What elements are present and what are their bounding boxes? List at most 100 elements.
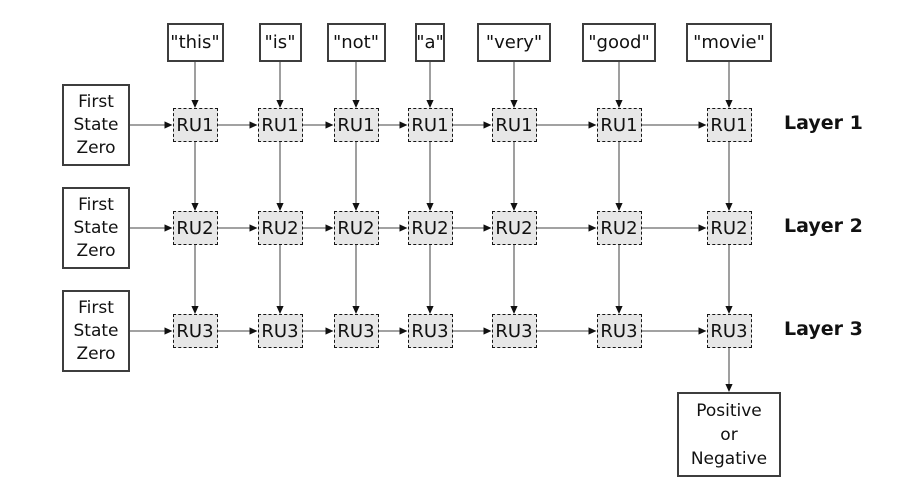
word-box-good-text: "good": [588, 32, 650, 53]
recurrent-unit-ru1-t6-text: RU1: [600, 114, 638, 136]
arrow-head: [510, 100, 518, 108]
arrow-head: [698, 327, 707, 335]
arrow-head: [725, 384, 733, 392]
first-state-zero-box-layer1-text: First: [78, 91, 114, 112]
recurrent-unit-ru1-t2-text: RU1: [261, 114, 299, 136]
arrow-head: [426, 306, 434, 314]
recurrent-unit-ru1-t6: RU1: [596, 108, 642, 142]
recurrent-unit-ru1-t7-text: RU1: [710, 114, 748, 136]
layer-label-1-text: Layer 1: [784, 112, 863, 134]
word-box-is: "is": [258, 23, 302, 62]
arrow-head: [615, 203, 623, 211]
recurrent-unit-ru2-t3-text: RU2: [337, 217, 375, 239]
arrow-head: [588, 121, 597, 129]
recurrent-unit-ru3-t4-text: RU3: [411, 320, 449, 342]
word-box-good: "good": [582, 23, 656, 62]
recurrent-unit-ru3-t1-text: RU3: [176, 320, 214, 342]
arrow-head: [725, 306, 733, 314]
arrow-head: [325, 224, 334, 232]
recurrent-unit-ru1-t3-text: RU1: [337, 114, 375, 136]
recurrent-unit-ru2-t1: RU2: [172, 211, 218, 245]
output-box-positive-or-negative-text: Negative: [690, 448, 768, 469]
word-box-this: "this": [166, 23, 224, 62]
arrow-head: [249, 121, 258, 129]
first-state-zero-box-layer3-text: Zero: [76, 343, 116, 364]
recurrent-unit-ru2-t4: RU2: [407, 211, 453, 245]
arrow-head: [352, 306, 360, 314]
word-box-this-text: "this": [170, 32, 220, 53]
word-box-movie: "movie": [686, 23, 772, 62]
recurrent-unit-ru2-t6: RU2: [596, 211, 642, 245]
recurrent-unit-ru2-t7: RU2: [706, 211, 752, 245]
word-box-not-text: "not": [332, 32, 380, 53]
arrow-head: [164, 224, 173, 232]
recurrent-unit-ru2-t3: RU2: [333, 211, 379, 245]
arrow-head: [399, 224, 408, 232]
recurrent-unit-ru1-t1-text: RU1: [176, 114, 214, 136]
recurrent-unit-ru1-t4: RU1: [407, 108, 453, 142]
arrow-head: [725, 100, 733, 108]
first-state-zero-box-layer3-text: First: [78, 297, 114, 318]
recurrent-unit-ru1-t3: RU1: [333, 108, 379, 142]
layer-label-1: Layer 1: [784, 112, 863, 134]
recurrent-unit-ru3-t5: RU3: [491, 314, 537, 348]
recurrent-unit-ru2-t1-text: RU2: [176, 217, 214, 239]
first-state-zero-box-layer2-text: First: [78, 194, 114, 215]
first-state-zero-box-layer2-text: Zero: [76, 240, 116, 261]
arrow-head: [164, 327, 173, 335]
layer-label-3-text: Layer 3: [784, 318, 863, 340]
first-state-zero-box-layer1-text: State: [73, 114, 119, 135]
arrow-head: [191, 100, 199, 108]
layer-label-2-text: Layer 2: [784, 215, 863, 237]
word-box-movie-text: "movie": [693, 32, 765, 53]
arrow-head: [276, 306, 284, 314]
word-box-very-text: "very": [485, 32, 543, 53]
arrow-head: [164, 121, 173, 129]
arrow-head: [399, 327, 408, 335]
arrow-head: [483, 327, 492, 335]
arrow-head: [483, 224, 492, 232]
arrow-head: [698, 224, 707, 232]
recurrent-unit-ru1-t7: RU1: [706, 108, 752, 142]
arrow-head: [588, 224, 597, 232]
recurrent-unit-ru2-t7-text: RU2: [710, 217, 748, 239]
recurrent-unit-ru3-t7-text: RU3: [710, 320, 748, 342]
first-state-zero-box-layer2-text: State: [73, 217, 119, 238]
recurrent-unit-ru1-t2: RU1: [257, 108, 303, 142]
word-box-very: "very": [477, 23, 551, 62]
arrow-head: [615, 100, 623, 108]
word-box-a-text: "a": [416, 32, 444, 53]
arrow-head: [249, 327, 258, 335]
recurrent-unit-ru1-t4-text: RU1: [411, 114, 449, 136]
recurrent-unit-ru1-t1: RU1: [172, 108, 218, 142]
first-state-zero-box-layer1-text: Zero: [76, 137, 116, 158]
recurrent-unit-ru3-t2: RU3: [257, 314, 303, 348]
recurrent-unit-ru2-t2: RU2: [257, 211, 303, 245]
arrow-head: [249, 224, 258, 232]
word-box-not: "not": [326, 23, 386, 62]
recurrent-unit-ru3-t7: RU3: [706, 314, 752, 348]
word-box-is-text: "is": [264, 32, 296, 53]
arrow-head: [191, 203, 199, 211]
recurrent-unit-ru2-t5: RU2: [491, 211, 537, 245]
recurrent-unit-ru2-t5-text: RU2: [495, 217, 533, 239]
arrow-head: [483, 121, 492, 129]
recurrent-unit-ru1-t5-text: RU1: [495, 114, 533, 136]
arrow-head: [325, 327, 334, 335]
arrow-head: [325, 121, 334, 129]
arrow-head: [352, 203, 360, 211]
recurrent-unit-ru2-t4-text: RU2: [411, 217, 449, 239]
layer-label-3: Layer 3: [784, 318, 863, 340]
recurrent-unit-ru3-t3: RU3: [333, 314, 379, 348]
layer-label-2: Layer 2: [784, 215, 863, 237]
arrow-head: [510, 306, 518, 314]
recurrent-unit-ru3-t1: RU3: [172, 314, 218, 348]
recurrent-unit-ru2-t6-text: RU2: [600, 217, 638, 239]
arrow-head: [426, 203, 434, 211]
recurrent-unit-ru3-t2-text: RU3: [261, 320, 299, 342]
arrow-head: [426, 100, 434, 108]
